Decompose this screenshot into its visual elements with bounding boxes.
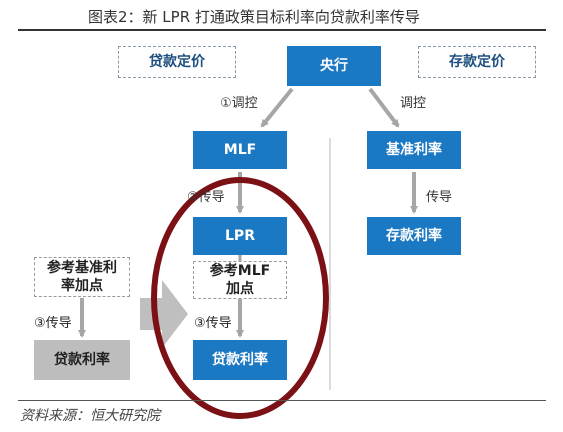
old-loan-rate-box: 贷款利率 [34,340,130,380]
figure-title: 图表2：新 LPR 打通政策目标利率向贷款利率传导 [88,8,420,26]
new-loan-rate-box: 贷款利率 [193,340,287,380]
title-divider [18,29,546,31]
highlight-ellipse [151,177,329,419]
transition-arrow [140,280,188,348]
control-label-left: ①调控 [220,96,258,111]
control-label-right: 调控 [400,96,427,111]
mlf-box: MLF [193,131,287,169]
benchmark-spread-note: 参考基准利 率加点 [34,257,130,297]
lpr-box: LPR [193,217,287,255]
source-divider [18,400,546,401]
transmit-label-mlf-lpr: ②传导 [187,190,225,205]
transmit-label-new: ③传导 [194,316,232,331]
deposit-pricing-label: 存款定价 [418,46,536,78]
arrow-central-to-mlf [260,87,294,128]
arrow-central-to-benchmark [368,87,400,128]
loan-pricing-label: 贷款定价 [118,46,236,78]
mlf-spread-note: 参考MLF 加点 [193,261,287,299]
deposit-rate-box: 存款利率 [367,217,461,255]
transmit-label-old: ③传导 [34,316,72,331]
central-bank-box: 央行 [287,46,381,86]
benchmark-rate-box: 基准利率 [367,131,461,169]
transmit-label-benchmark-deposit: 传导 [426,190,453,205]
source-note: 资料来源：恒大研究院 [20,408,160,424]
